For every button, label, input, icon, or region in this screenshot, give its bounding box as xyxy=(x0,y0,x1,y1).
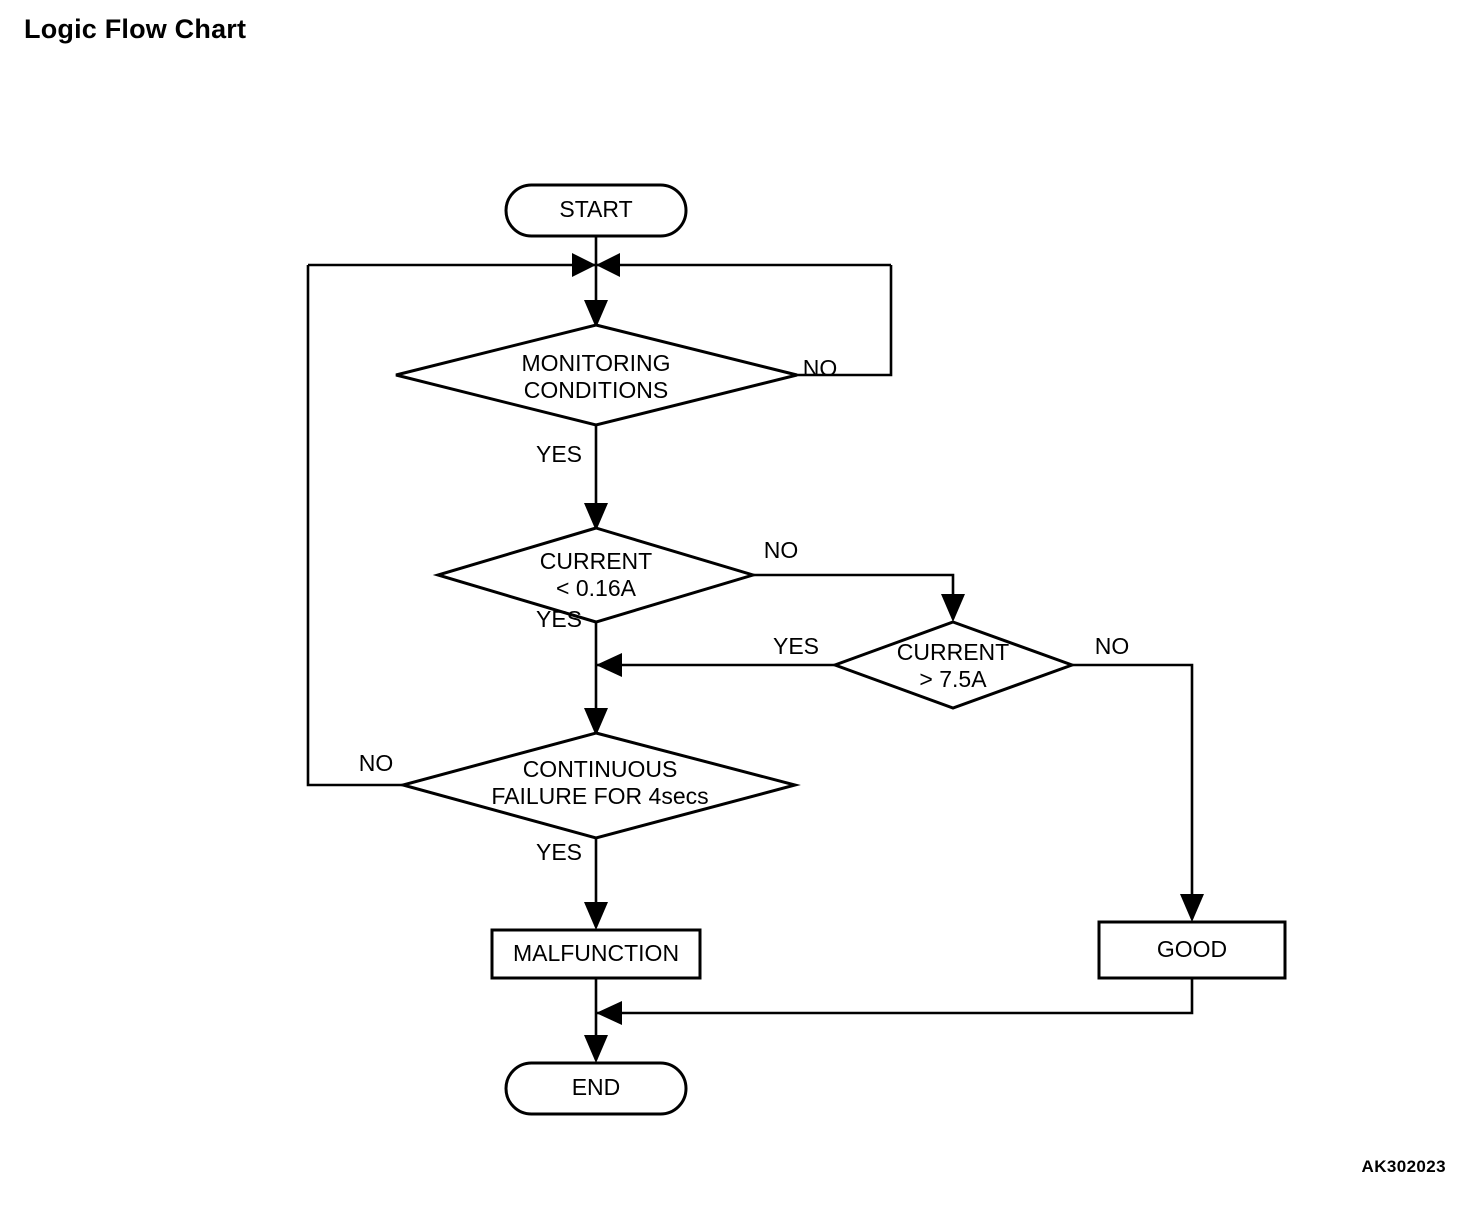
arrowhead-into-current-high xyxy=(941,594,965,622)
node-current-low-label-line2: < 0.16A xyxy=(556,575,637,601)
node-monitoring-conditions xyxy=(395,323,798,427)
arrowhead-into-end xyxy=(584,1035,608,1063)
node-end xyxy=(504,1061,688,1116)
node-current-high-label-line2: > 7.5A xyxy=(919,666,987,692)
edge-good-to-end xyxy=(596,978,1194,1015)
arrowhead-into-malfunction xyxy=(584,902,608,930)
branch-label-continuous-failure-no: NO xyxy=(359,750,394,776)
node-continuous-failure-label-line1: CONTINUOUS xyxy=(523,756,678,782)
arrowhead-right-feedback xyxy=(596,253,620,277)
branch-label-current-low-yes: YES xyxy=(536,606,582,632)
arrowhead-left-feedback xyxy=(572,253,596,277)
arrowhead-good-merge xyxy=(596,1001,622,1025)
node-good xyxy=(1097,920,1287,980)
edge-current-high-no xyxy=(1072,663,1194,919)
node-current-high xyxy=(830,620,1077,710)
node-current-low-label-line1: CURRENT xyxy=(540,548,652,574)
edge-current-low-no xyxy=(753,573,955,619)
arrowhead-into-continuous-failure xyxy=(584,708,608,736)
arrowhead-into-good xyxy=(1180,894,1204,922)
node-malfunction xyxy=(490,928,702,980)
branch-label-monitoring-no: NO xyxy=(803,355,838,381)
edge-continuous-failure-no-feedback xyxy=(306,265,403,787)
node-start-label: START xyxy=(559,196,632,222)
node-current-low xyxy=(432,526,759,624)
edge-monitoring-no-feedback xyxy=(797,265,893,377)
node-current-high-label-line1: CURRENT xyxy=(897,639,1009,665)
branch-label-continuous-failure-yes: YES xyxy=(536,839,582,865)
branch-label-current-high-yes: YES xyxy=(773,633,819,659)
arrowhead-into-current-low xyxy=(584,503,608,531)
branch-label-current-high-no: NO xyxy=(1095,633,1130,659)
node-malfunction-label: MALFUNCTION xyxy=(513,940,679,966)
branch-label-current-low-no: NO xyxy=(764,537,799,563)
node-continuous-failure xyxy=(397,731,801,840)
node-monitoring-label-line2: CONDITIONS xyxy=(524,377,668,403)
node-good-label: GOOD xyxy=(1157,936,1227,962)
figure-reference-code: AK302023 xyxy=(1361,1157,1446,1176)
page-title: Logic Flow Chart xyxy=(24,14,247,44)
arrowhead-current-high-yes-merge xyxy=(596,653,622,677)
node-monitoring-label-line1: MONITORING xyxy=(521,350,670,376)
branch-label-monitoring-yes: YES xyxy=(536,441,582,467)
node-end-label: END xyxy=(572,1074,621,1100)
node-continuous-failure-label-line2: FAILURE FOR 4secs xyxy=(491,783,708,809)
arrowhead-into-monitoring xyxy=(584,300,608,328)
node-start xyxy=(504,183,688,238)
